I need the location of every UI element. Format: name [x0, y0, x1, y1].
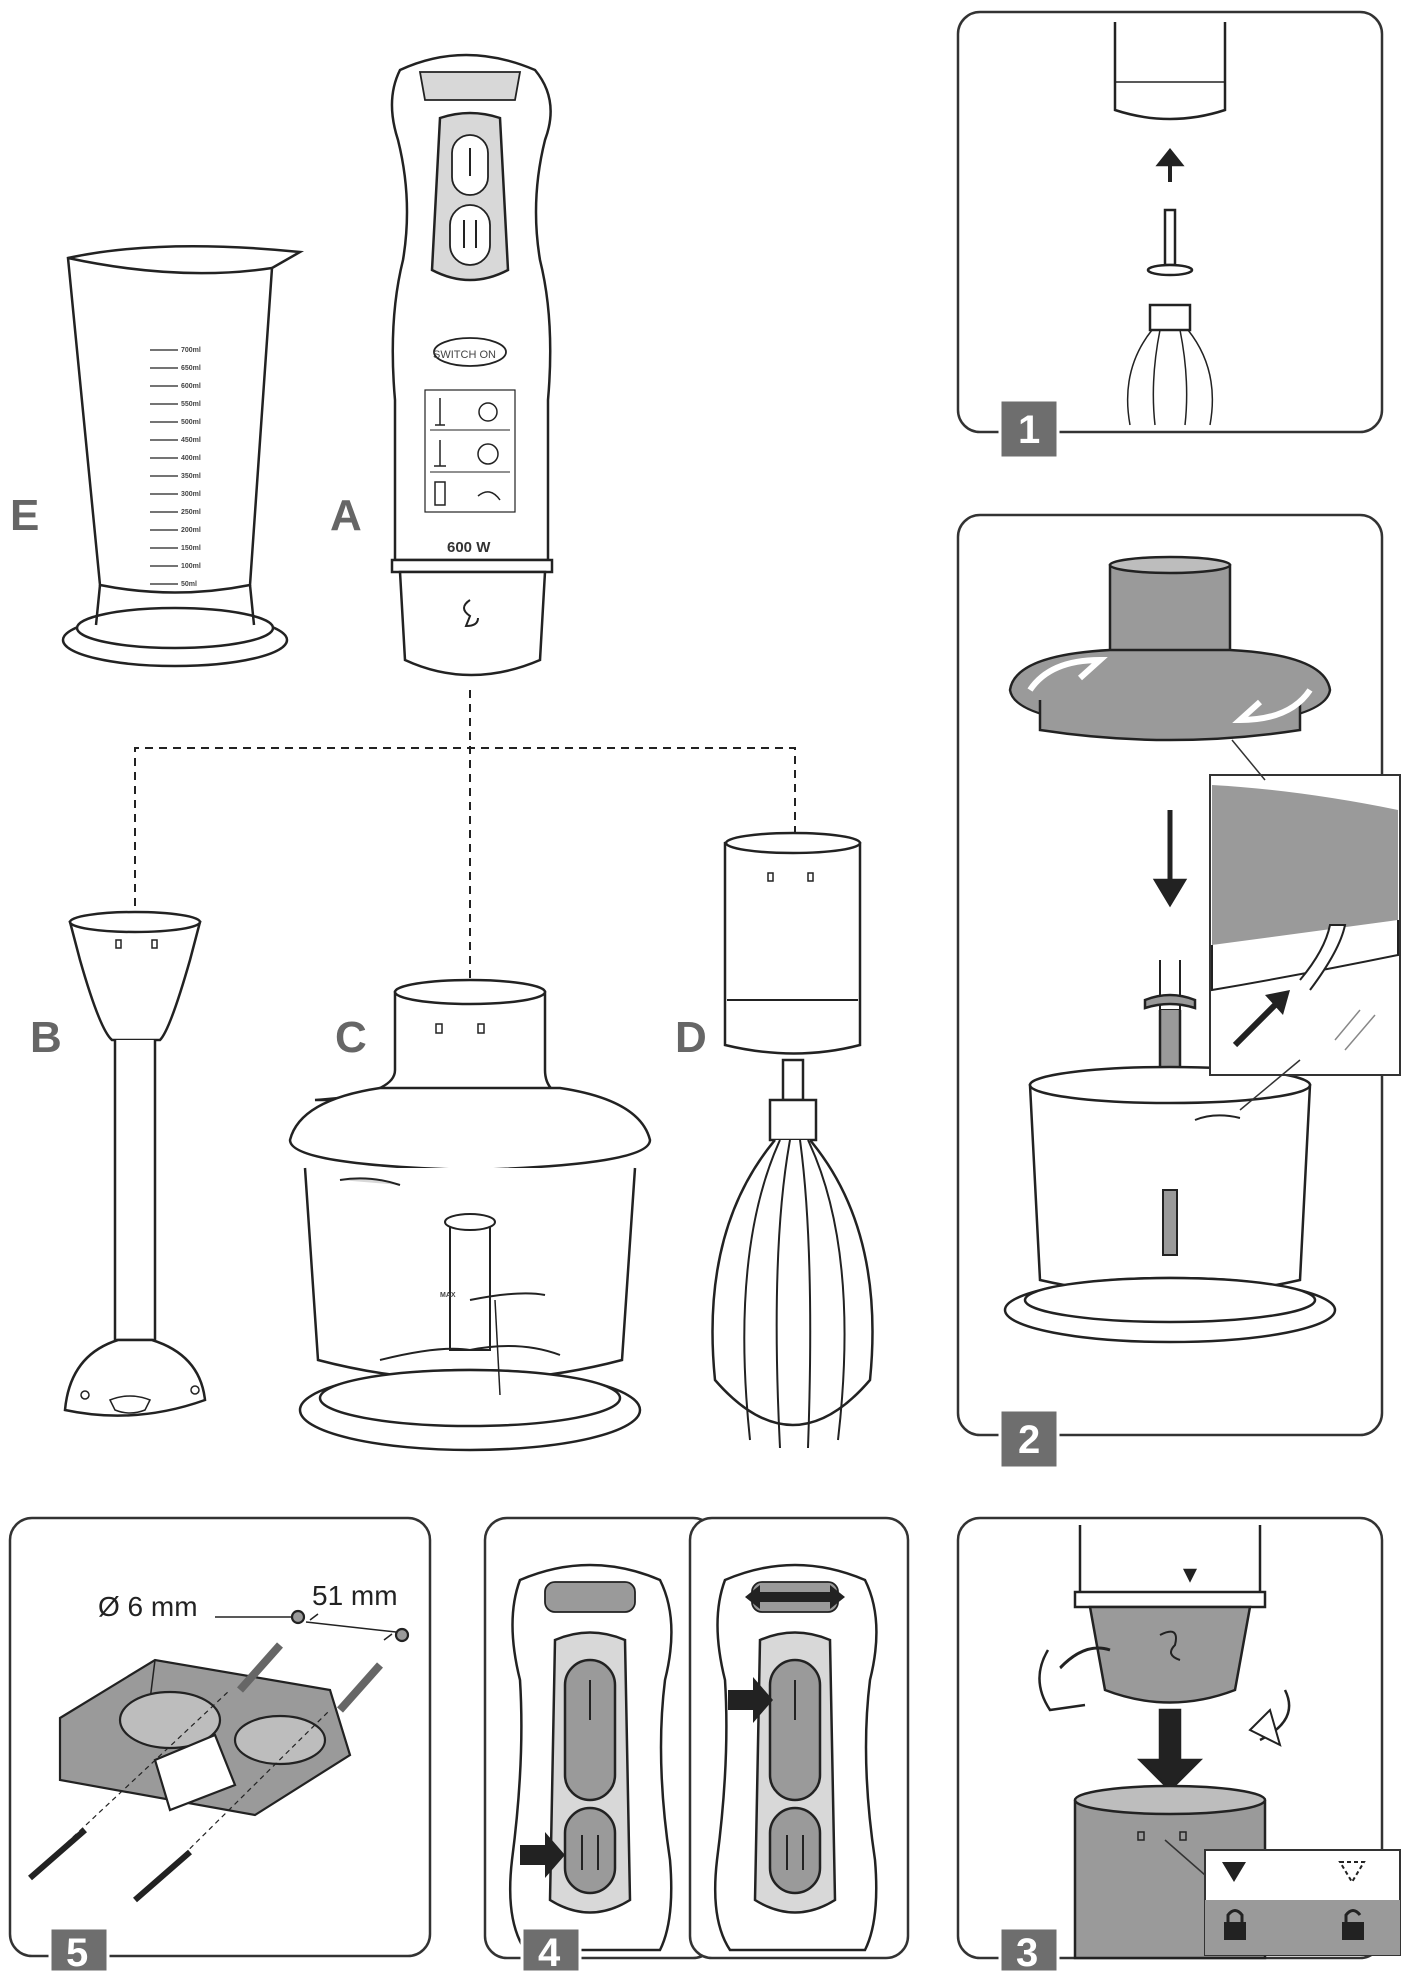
step-3-number: 3	[1016, 1931, 1038, 1975]
beaker-mark: 100ml	[181, 563, 201, 570]
power-rating: 600 W	[447, 539, 491, 556]
mount-hole-diameter: Ø 6 mm	[98, 1591, 198, 1622]
beaker-mark: 500ml	[181, 419, 201, 426]
lock-closed-icon	[1224, 1909, 1246, 1940]
whisk-attachment	[711, 831, 874, 1449]
beaker-mark: 550ml	[181, 401, 201, 408]
beaker-mark: 250ml	[181, 509, 201, 516]
step-2-panel: 2	[956, 513, 1401, 1470]
label-part-a: A	[330, 491, 362, 540]
chopper-max-mark: MAX	[440, 1292, 456, 1299]
blender-foot	[63, 910, 207, 1417]
beaker-mark: 200ml	[181, 527, 201, 534]
chopper-bowl	[288, 978, 652, 1452]
beaker-mark: 450ml	[181, 437, 201, 444]
motor-unit	[390, 53, 554, 677]
measuring-beaker	[61, 245, 305, 668]
step-3-panel: 3	[956, 1516, 1401, 1975]
step-2-number: 2	[1018, 1418, 1040, 1462]
step-1-panel: 1	[956, 10, 1384, 460]
beaker-mark: 150ml	[181, 545, 201, 552]
label-part-c: C	[335, 1013, 367, 1062]
lock-arrow-icon	[1222, 1862, 1246, 1882]
mount-hole-spacing: 51 mm	[312, 1580, 398, 1611]
brand-logo: SWITCH ON	[433, 349, 496, 361]
beaker-mark: 400ml	[181, 455, 201, 462]
label-part-e: E	[10, 491, 39, 540]
label-part-d: D	[675, 1013, 707, 1062]
step-2-detail-inset	[1209, 774, 1401, 1076]
step-1-number: 1	[1018, 408, 1040, 452]
attachment-connectors	[134, 690, 796, 990]
step-5-panel: Ø 6 mm 51 mm 5	[8, 1516, 432, 1975]
step-1-badge	[998, 398, 1060, 460]
beaker-mark: 50ml	[181, 581, 197, 588]
beaker-scale	[150, 349, 178, 585]
step-5-number: 5	[66, 1931, 88, 1975]
beaker-mark: 650ml	[181, 365, 201, 372]
parts-overview: 700ml 650ml 600ml 550ml 500ml 450ml 400m…	[10, 53, 874, 1452]
step-2-badge	[998, 1408, 1060, 1470]
step-3-badge	[998, 1926, 1060, 1974]
step-4-number: 4	[538, 1931, 561, 1975]
step-5-badge	[48, 1926, 110, 1974]
beaker-mark: 600ml	[181, 383, 201, 390]
step-3-lock-legend	[1164, 1839, 1401, 1956]
beaker-mark: 700ml	[181, 347, 201, 354]
unlock-arrow-icon	[1338, 1861, 1366, 1884]
beaker-mark: 350ml	[181, 473, 201, 480]
step-4-badge	[520, 1926, 582, 1974]
step-4-panel: 4	[483, 1516, 910, 1975]
label-part-b: B	[30, 1013, 62, 1062]
lock-open-icon	[1342, 1909, 1364, 1940]
beaker-mark: 300ml	[181, 491, 201, 498]
